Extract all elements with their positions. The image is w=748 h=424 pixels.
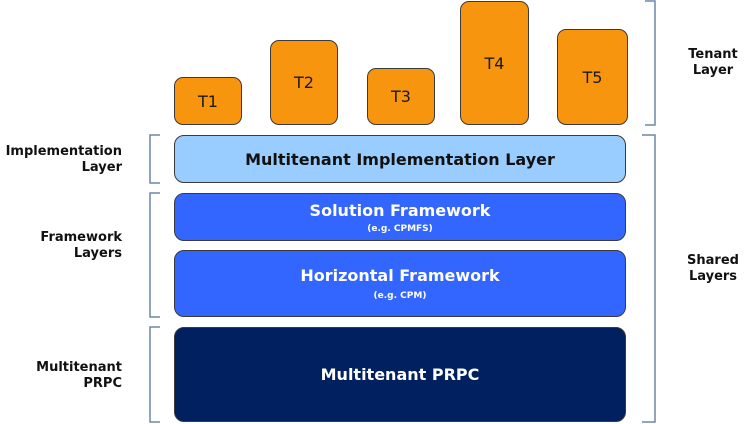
- horizontal-framework-layer: Horizontal Framework (e.g. CPM): [174, 250, 626, 317]
- label-line: PRPC: [83, 376, 122, 391]
- implementation-layer: Multitenant Implementation Layer: [174, 135, 626, 183]
- horizontal-framework-subtitle: (e.g. CPM): [373, 291, 427, 301]
- bracket-shared: [642, 134, 656, 423]
- label-implementation-layer: Implementation Layer: [0, 144, 122, 176]
- tenant-t3: T3: [367, 68, 435, 125]
- tenant-label: T5: [582, 67, 603, 87]
- tenant-t2: T2: [270, 40, 338, 125]
- tenant-t4: T4: [460, 1, 529, 125]
- label-line: Layers: [73, 246, 122, 261]
- tenant-t5: T5: [557, 29, 628, 125]
- solution-framework-layer: Solution Framework (e.g. CPMFS): [174, 193, 626, 241]
- label-line: Layers: [688, 269, 738, 284]
- label-line: Layer: [81, 160, 122, 175]
- bracket-implementation: [149, 134, 160, 184]
- solution-framework-title: Solution Framework: [309, 200, 491, 220]
- tenant-label: T3: [391, 87, 411, 106]
- implementation-layer-title: Multitenant Implementation Layer: [245, 149, 555, 169]
- label-framework-layers: Framework Layers: [0, 230, 122, 262]
- prpc-layer-title: Multitenant PRPC: [320, 365, 480, 384]
- label-line: Multitenant: [36, 360, 122, 375]
- label-tenant-layer: Tenant Layer: [678, 47, 748, 79]
- tenant-label: T2: [294, 73, 314, 92]
- label-multitenant-prpc: Multitenant PRPC: [0, 360, 122, 392]
- label-line: Shared: [687, 253, 739, 268]
- solution-framework-subtitle: (e.g. CPMFS): [367, 223, 433, 234]
- tenant-label: T4: [484, 54, 505, 73]
- label-line: Layer: [692, 63, 734, 78]
- label-shared-layers: Shared Layers: [678, 253, 748, 285]
- label-line: Tenant: [688, 47, 738, 62]
- label-line: Framework: [40, 230, 122, 245]
- bracket-framework: [149, 192, 160, 318]
- horizontal-framework-title: Horizontal Framework: [300, 266, 500, 285]
- tenant-t1: T1: [174, 77, 242, 125]
- tenant-label: T1: [198, 91, 218, 111]
- prpc-layer: Multitenant PRPC: [174, 327, 626, 422]
- label-line: Implementation: [5, 144, 122, 159]
- bracket-prpc: [149, 326, 160, 423]
- bracket-tenant: [645, 0, 656, 126]
